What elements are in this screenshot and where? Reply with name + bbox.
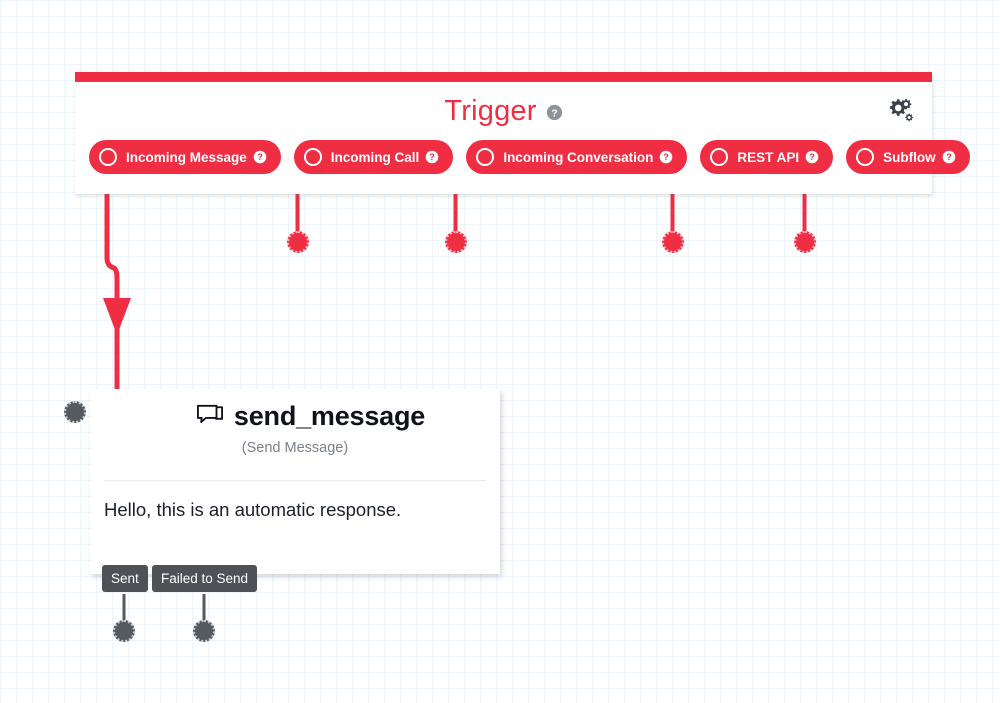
node-output-chip-sent[interactable]: Sent (102, 565, 148, 592)
node-output-dot-sent[interactable] (113, 620, 135, 642)
help-circle-icon[interactable]: ? (942, 150, 956, 164)
svg-text:?: ? (664, 152, 670, 162)
trigger-list: Incoming Message ? Incoming Call (75, 140, 970, 174)
node-output-label: Failed to Send (161, 571, 249, 586)
node-title: send_message (233, 401, 426, 431)
trigger-pill-label: Subflow (883, 149, 936, 165)
trigger-panel[interactable]: Trigger ? (75, 72, 970, 194)
trigger-panel-accent-bar (75, 72, 932, 82)
trigger-pill-label: Incoming Call (330, 149, 420, 165)
page-title: Trigger (444, 94, 537, 127)
trigger-pill-label: Incoming Message (126, 149, 247, 165)
edge-incoming-message-to-send-message[interactable] (103, 180, 131, 401)
trigger-output-dot-rest-api[interactable] (662, 231, 684, 253)
output-port-icon[interactable] (710, 148, 729, 166)
help-circle-icon[interactable]: ? (253, 150, 267, 164)
help-circle-icon[interactable]: ? (425, 150, 439, 164)
node-output-stub-lines (122, 594, 206, 626)
node-output-chip-failed-to-send[interactable]: Failed to Send (152, 565, 258, 592)
help-circle-icon[interactable]: ? (546, 104, 563, 121)
node-card-send-message[interactable]: send_message (Send Message) Hello, this … (64, 389, 500, 575)
arrow-down-icon (103, 298, 131, 335)
help-circle-icon[interactable]: ? (805, 150, 819, 164)
svg-text:?: ? (257, 152, 263, 162)
node-output-dot-failed-to-send[interactable] (193, 620, 215, 642)
svg-text:?: ? (551, 108, 557, 119)
trigger-pill-incoming-conversation[interactable]: Incoming Conversation ? (466, 140, 688, 174)
trigger-pill-label: Incoming Conversation (503, 149, 654, 165)
svg-text:?: ? (430, 152, 436, 162)
svg-text:?: ? (809, 152, 815, 162)
trigger-output-dot-subflow[interactable] (794, 231, 816, 253)
output-port-icon[interactable] (303, 148, 322, 166)
input-port-icon[interactable] (64, 401, 86, 423)
node-title-row: send_message (90, 401, 500, 432)
help-circle-icon[interactable]: ? (659, 150, 673, 164)
gears-icon[interactable] (886, 96, 914, 124)
node-header: send_message (Send Message) (90, 389, 500, 470)
svg-text:?: ? (946, 152, 952, 162)
trigger-pill-label: REST API (737, 149, 800, 165)
trigger-output-dot-incoming-conversation[interactable] (445, 231, 467, 253)
trigger-output-dot-incoming-call[interactable] (287, 231, 309, 253)
trigger-panel-body: Trigger ? (75, 82, 970, 194)
output-port-icon[interactable] (476, 148, 495, 166)
trigger-title-row: Trigger ? (75, 82, 932, 140)
trigger-pill-subflow[interactable]: Subflow ? (846, 140, 970, 174)
output-port-icon[interactable] (856, 148, 875, 166)
node-divider (104, 480, 486, 481)
node-message-body[interactable]: Hello, this is an automatic response. (104, 499, 402, 520)
trigger-pill-rest-api[interactable]: REST API ? (700, 140, 834, 174)
node-output-label: Sent (111, 571, 139, 586)
trigger-pill-incoming-call[interactable]: Incoming Call ? (293, 140, 454, 174)
trigger-pill-incoming-message[interactable]: Incoming Message ? (89, 140, 281, 174)
output-port-icon[interactable] (99, 148, 117, 166)
chat-bubble-icon (195, 404, 225, 430)
node-subtitle: (Send Message) (241, 440, 349, 456)
